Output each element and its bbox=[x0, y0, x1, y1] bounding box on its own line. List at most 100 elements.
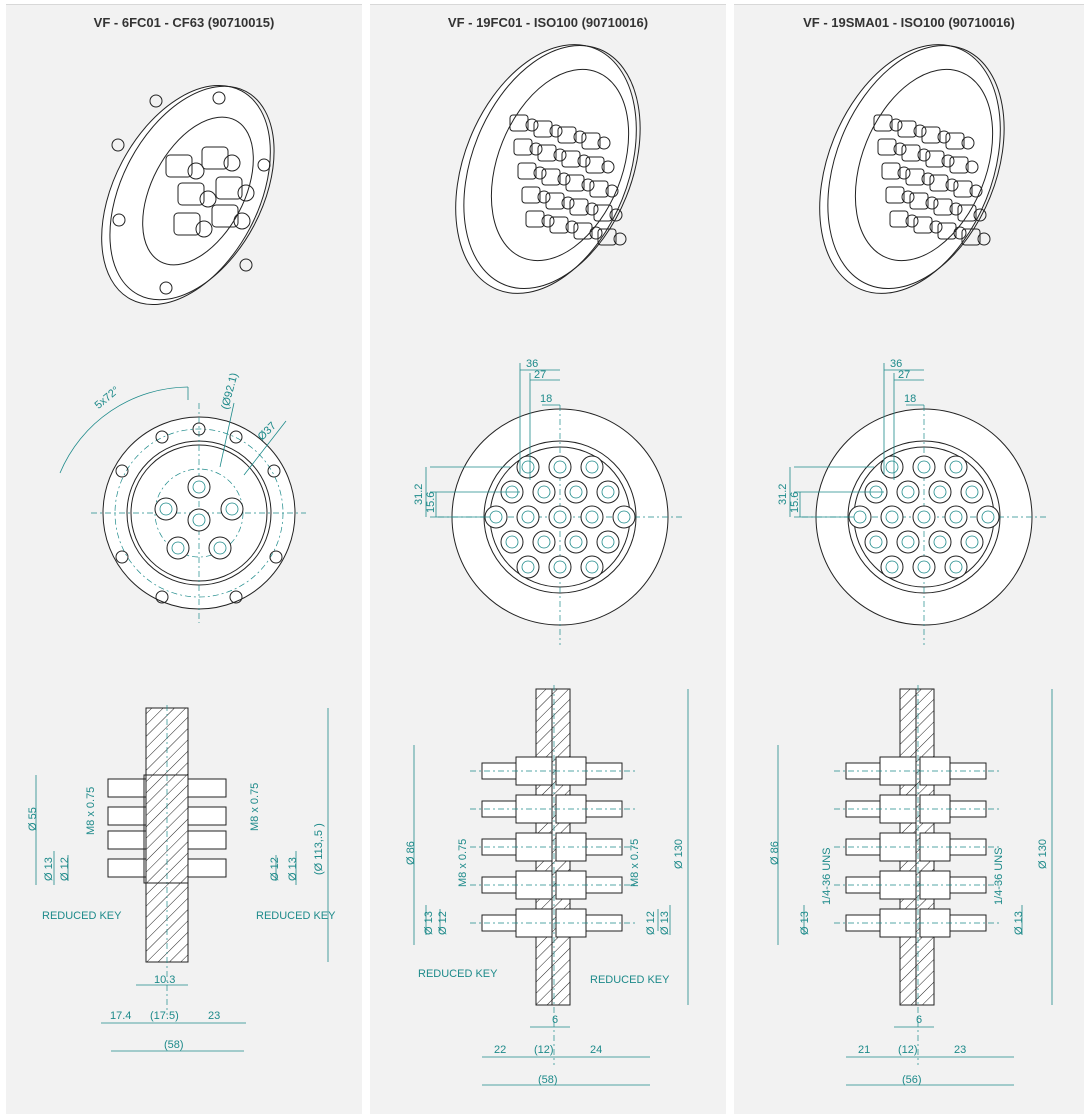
connector-pin bbox=[601, 485, 615, 499]
connector-hole bbox=[896, 480, 920, 504]
iso-connector-body bbox=[921, 126, 941, 144]
dim-31-2: 31.2 bbox=[777, 484, 789, 505]
connector-hole bbox=[548, 555, 572, 579]
flange-diam: Ø 130 bbox=[1037, 839, 1049, 869]
connector-hole bbox=[960, 480, 984, 504]
iso-connector-nut bbox=[945, 178, 959, 192]
side-view: Ø 55 Ø 13 Ø 12 M8 x 0.75 M8 x 0.75 Ø 12 … bbox=[27, 705, 336, 1052]
iso-connector-nut bbox=[965, 160, 979, 174]
connector-pin bbox=[521, 460, 535, 474]
diam-86: Ø 86 bbox=[769, 841, 781, 865]
iso-connector-nut bbox=[929, 220, 943, 234]
connector-hole bbox=[896, 530, 920, 554]
connector-hole bbox=[564, 530, 588, 554]
iso-connector-body bbox=[537, 144, 557, 162]
reduced-key-right: REDUCED KEY bbox=[256, 910, 336, 922]
iso-connector-body bbox=[873, 114, 893, 132]
diam-13-right: Ø 13 bbox=[287, 857, 299, 881]
connector-hole bbox=[944, 555, 968, 579]
iso-connector-body bbox=[909, 192, 929, 210]
connector-pin bbox=[901, 535, 915, 549]
connector-hole bbox=[960, 530, 984, 554]
dim-18: 18 bbox=[540, 393, 552, 405]
iso-connector-nut bbox=[529, 142, 543, 156]
drawing-19fc01: 36 27 18 31.2 15.6 Ø 86 Ø 13 Ø 12 M8 x 0… bbox=[405, 44, 689, 1086]
connector-hole bbox=[580, 555, 604, 579]
iso-connector-nut bbox=[533, 166, 547, 180]
connector-pin bbox=[949, 460, 963, 474]
iso-connector-body bbox=[561, 150, 581, 168]
connector-pin bbox=[917, 460, 931, 474]
diam-13-left: Ø 13 bbox=[799, 911, 811, 935]
iso-connector-nut bbox=[949, 202, 963, 216]
diam-12-right: Ø 12 bbox=[269, 857, 281, 881]
connector-pin bbox=[521, 560, 535, 574]
diam-13-right: Ø 13 bbox=[1013, 911, 1025, 935]
isometric-view bbox=[101, 84, 275, 306]
connector-hole bbox=[532, 530, 556, 554]
iso-connector-nut bbox=[889, 118, 903, 132]
iso-connector-body bbox=[929, 174, 949, 192]
diam-12-left: Ø 12 bbox=[437, 911, 449, 935]
iso-connector-nut bbox=[601, 160, 615, 174]
connector-hole bbox=[500, 530, 524, 554]
diam-13-left: Ø 13 bbox=[43, 857, 55, 881]
dim-31-2: 31.2 bbox=[413, 484, 425, 505]
dim-thickness: 6 bbox=[916, 1014, 922, 1026]
dim-27: 27 bbox=[534, 369, 546, 381]
iso-connector-body bbox=[533, 120, 553, 138]
iso-connector-body bbox=[905, 168, 925, 186]
front-view: 36 27 18 31.2 15.6 bbox=[413, 358, 682, 645]
connector-hole bbox=[580, 505, 604, 529]
connector-pin bbox=[901, 485, 915, 499]
dim-right: 24 bbox=[590, 1044, 602, 1056]
connector-pin bbox=[537, 535, 551, 549]
connector-pin bbox=[949, 560, 963, 574]
iso-connector-body bbox=[593, 204, 613, 222]
connector-hole bbox=[580, 455, 604, 479]
panel-title: VF - 6FC01 - CF63 (90710015) bbox=[93, 15, 275, 30]
dim-right: 23 bbox=[208, 1010, 220, 1022]
diam-86: Ø 86 bbox=[405, 841, 417, 865]
dim-mid: (17.5) bbox=[150, 1010, 179, 1022]
iso-connector-body bbox=[581, 132, 601, 150]
thread-left: 1/4-36 UNS bbox=[821, 848, 833, 905]
reduced-key-left: REDUCED KEY bbox=[418, 968, 498, 980]
diam-13-left: Ø 13 bbox=[423, 911, 435, 935]
iso-connector-nut bbox=[969, 184, 983, 198]
side-view: Ø 86 Ø 13 1/4-36 UNS 1/4-36 UNS Ø 13 Ø 1… bbox=[769, 685, 1053, 1086]
connector-hole bbox=[548, 505, 572, 529]
connector-pin bbox=[521, 510, 535, 524]
dim-36: 36 bbox=[526, 358, 538, 370]
iso-connector-body bbox=[881, 162, 901, 180]
dim-mid: (12) bbox=[898, 1044, 918, 1056]
diam-12-left: Ø 12 bbox=[59, 857, 71, 881]
iso-connector-nut bbox=[553, 148, 567, 162]
dim-total: (58) bbox=[538, 1074, 558, 1086]
connector-hole bbox=[976, 505, 1000, 529]
connector-hole bbox=[944, 505, 968, 529]
connector-pin bbox=[617, 510, 631, 524]
dim-left: 21 bbox=[858, 1044, 870, 1056]
connector-hole bbox=[912, 505, 936, 529]
iso-connector-nut bbox=[585, 202, 599, 216]
connector-pin bbox=[505, 535, 519, 549]
panel-6fc01: VF - 6FC01 - CF63 (90710015) bbox=[6, 4, 362, 1114]
iso-connector-body bbox=[957, 204, 977, 222]
iso-connector-body bbox=[597, 228, 617, 246]
connector-pin bbox=[885, 510, 899, 524]
diam-12-right: Ø 12 bbox=[645, 911, 657, 935]
connector-hole bbox=[928, 480, 952, 504]
iso-connector-body bbox=[513, 138, 533, 156]
iso-connector-nut bbox=[549, 124, 563, 138]
connector-hole bbox=[880, 455, 904, 479]
panel-19sma01: VF - 19SMA01 - ISO100 (90710016) 36 bbox=[734, 4, 1084, 1114]
flange-diam: Ø 130 bbox=[673, 839, 685, 869]
connector-pin bbox=[585, 560, 599, 574]
iso-connector-nut bbox=[609, 208, 623, 222]
iso-connector-body bbox=[925, 150, 945, 168]
iso-connector-nut bbox=[901, 190, 915, 204]
dim-thickness: 6 bbox=[552, 1014, 558, 1026]
connector-pin bbox=[917, 560, 931, 574]
iso-connector-body bbox=[585, 156, 605, 174]
